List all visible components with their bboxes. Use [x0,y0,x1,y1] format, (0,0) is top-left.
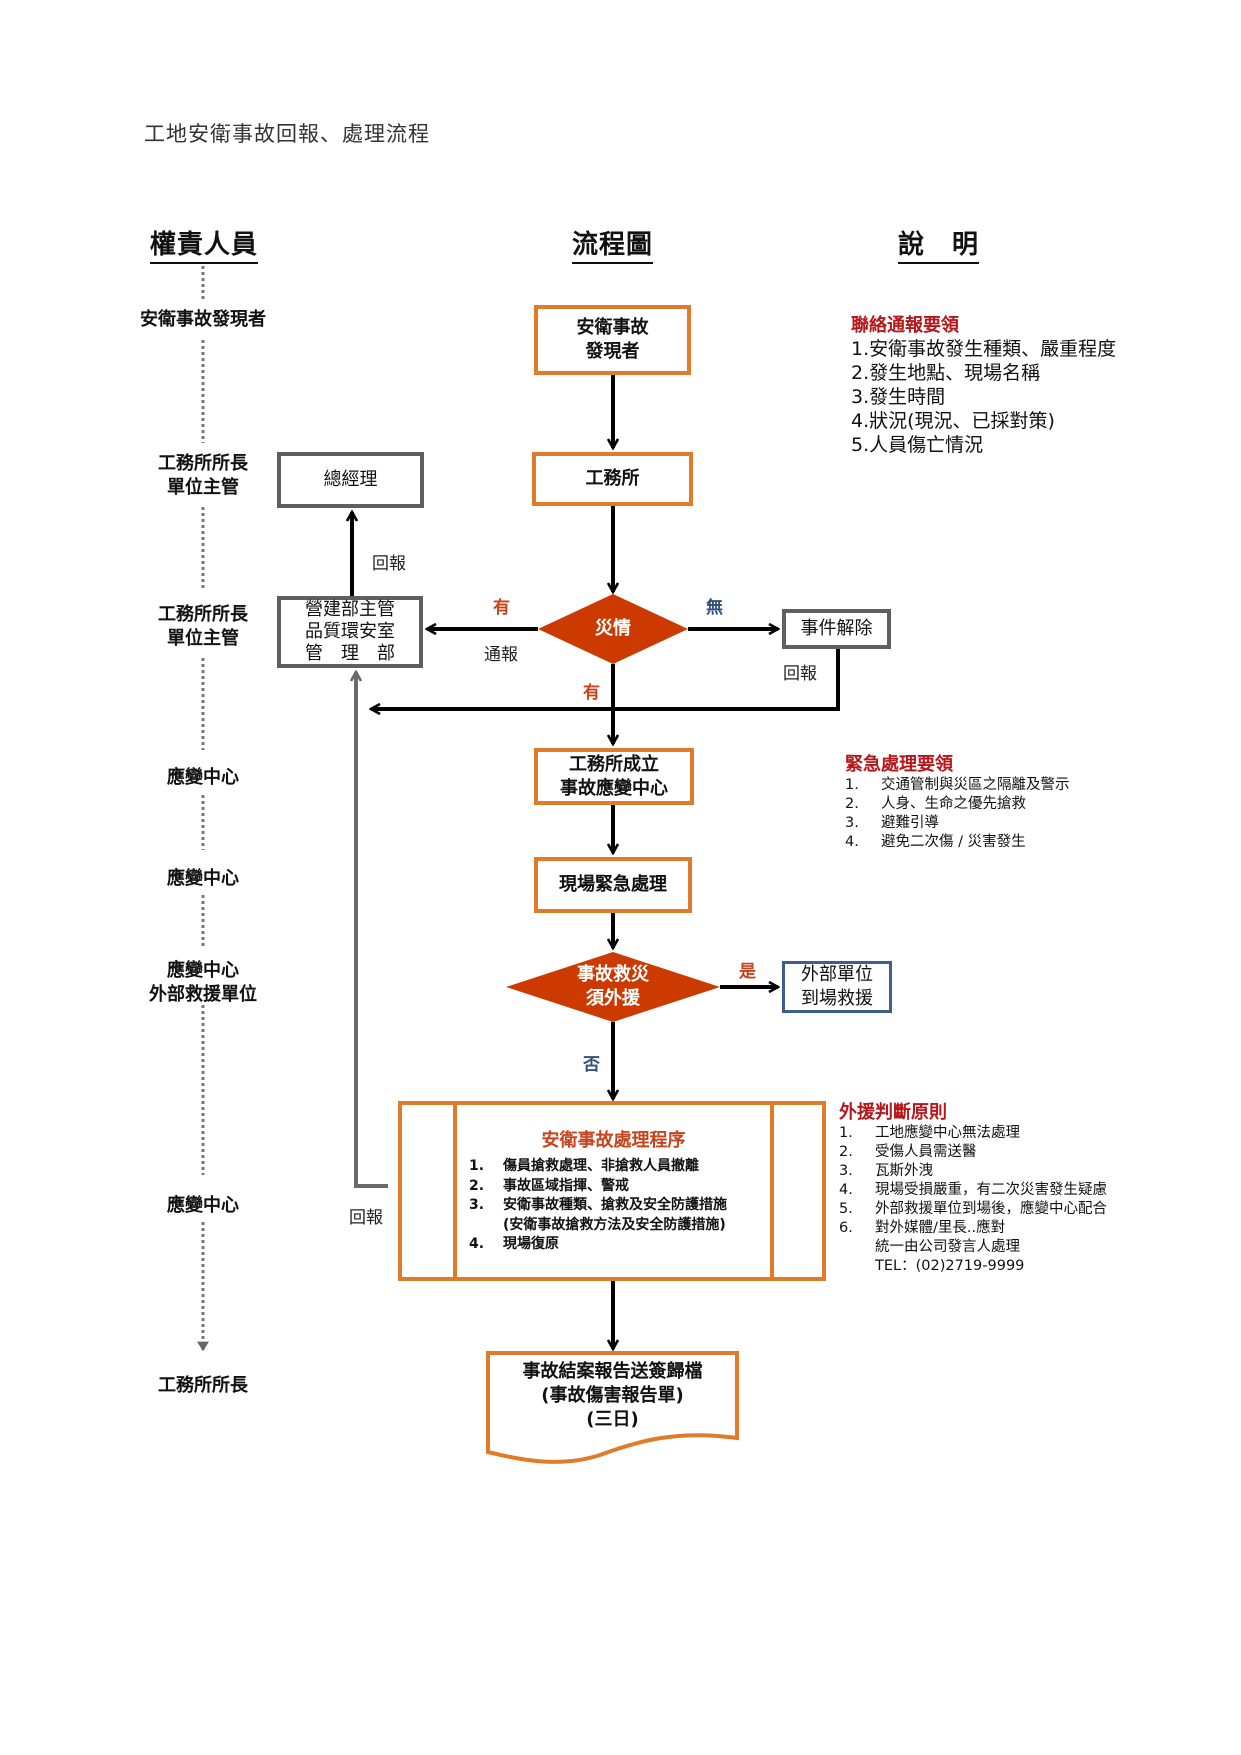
column-header-flowchart: 流程圖 [572,224,654,264]
note-contact-item: 1.安衛事故發生種類、嚴重程度 [851,338,1117,360]
decision-disaster-label: 災情 [595,618,631,639]
edge-label-yes-external: 是 [739,962,756,982]
role-discoverer: 安衛事故發現者 [136,308,270,332]
edge-label-report-up: 回報 [372,554,406,574]
node-incident-closed: 事件解除 [782,609,891,649]
note-external-item: 3.瓦斯外洩 [839,1163,933,1179]
node-site-office: 工務所 [532,452,693,506]
note-external-item: 2.受傷人員需送醫 [839,1144,977,1160]
role-response-center-external: 應變中心 外部救援單位 [149,960,257,1005]
note-emergency-title: 緊急處理要領 [845,754,953,775]
note-external-title: 外援判斷原則 [839,1102,947,1123]
note-external-item: 6.對外媒體/里長..應對 [839,1220,1006,1236]
role-response-center-2: 應變中心 [167,868,239,889]
role-site-manager-1: 工務所所長 單位主管 [158,453,248,498]
note-external-item: 1.工地應變中心無法處理 [839,1125,1020,1141]
final-report-shape [486,1351,739,1464]
role-site-director: 工務所所長 [158,1375,248,1396]
decision-external-aid [506,952,720,1022]
procedure-item: 1.傷員搶救處理、非搶救人員撤離 [469,1158,699,1174]
column-header-roles: 權責人員 [150,224,259,264]
role-response-center-1: 應變中心 [167,767,239,788]
node-external-units: 外部單位 到場救援 [782,961,892,1013]
note-contact-title: 聯絡通報要領 [851,315,959,336]
note-contact-item: 5.人員傷亡情況 [851,434,984,456]
node-response-center: 工務所成立 事故應變中心 [534,748,694,805]
note-emergency: 緊急處理要領 1.交通管制與災區之隔離及警示 2.人身、生命之優先搶救 3.避難… [845,750,1070,852]
node-discoverer: 安衛事故 發現者 [534,305,691,375]
procedure-box [398,1101,826,1281]
note-external-item: 5.外部救援單位到場後，應變中心配合 [839,1201,1107,1217]
node-onsite-emergency: 現場緊急處理 [534,857,692,913]
edge-label-procedure-report: 回報 [349,1208,383,1228]
note-contact-item: 4.狀況(現況、已採對策) [851,410,1055,432]
note-emergency-item: 1.交通管制與災區之隔離及警示 [845,777,1070,793]
note-emergency-item: 2.人身、生命之優先搶救 [845,796,1026,812]
edge-label-notify: 通報 [484,645,518,665]
page-title: 工地安衛事故回報、處理流程 [144,122,430,146]
procedure-item: 3.安衛事故種類、搶救及安全防護措施 [469,1197,727,1213]
note-emergency-item: 4.避免二次傷 / 災害發生 [845,834,1026,850]
role-site-manager-2: 工務所所長 單位主管 [158,604,248,649]
procedure-title: 安衛事故處理程序 [541,1130,686,1151]
procedure-item: 4.現場復原 [469,1236,559,1252]
node-general-manager: 總經理 [277,452,424,508]
note-contact-item: 2.發生地點、現場名稱 [851,362,1041,384]
node-final-report: 事故結案報告送簽歸檔 (事故傷害報告單) (三日) [522,1361,703,1430]
arrow-closed-report-back [371,649,840,709]
column-header-description: 說 明 [898,224,980,264]
note-external-item: TEL：(02)2719-9999 [875,1258,1025,1274]
edge-label-yes-down: 有 [583,683,600,703]
edge-label-no-right: 無 [706,598,723,618]
role-label: 安衛事故發現者 [140,309,266,330]
edge-label-no-down: 否 [583,1055,600,1075]
arrow-procedure-report-back [356,672,388,1188]
decision-disaster [538,594,688,664]
note-emergency-item: 3.避難引導 [845,815,939,831]
note-external-item: 4.現場受損嚴重，有二次災害發生疑慮 [839,1182,1107,1198]
decision-external-aid-label: 事故救災 須外援 [577,964,649,1009]
note-external-item: 統一由公司發言人處理 [875,1239,1020,1255]
role-response-center-3: 應變中心 [167,1195,239,1216]
node-hq-departments: 營建部主管 品質環安室 管 理 部 [277,596,423,668]
procedure-list: 1.傷員搶救處理、非搶救人員撤離 2.事故區域指揮、警戒 3.安衛事故種類、搶救… [469,1157,769,1255]
edge-label-yes-left: 有 [493,598,510,618]
procedure-item: 2.事故區域指揮、警戒 [469,1177,629,1194]
edge-label-closed-report: 回報 [783,664,817,684]
note-contact: 聯絡通報要領 1.安衛事故發生種類、嚴重程度 2.發生地點、現場名稱 3.發生時… [851,311,1116,457]
note-external: 外援判斷原則 1.工地應變中心無法處理 2.受傷人員需送醫 3.瓦斯外洩 4.現… [839,1098,1107,1276]
procedure-item: (安衛事故搶救方法及安全防護措施) [503,1216,726,1233]
note-contact-item: 3.發生時間 [851,386,946,408]
